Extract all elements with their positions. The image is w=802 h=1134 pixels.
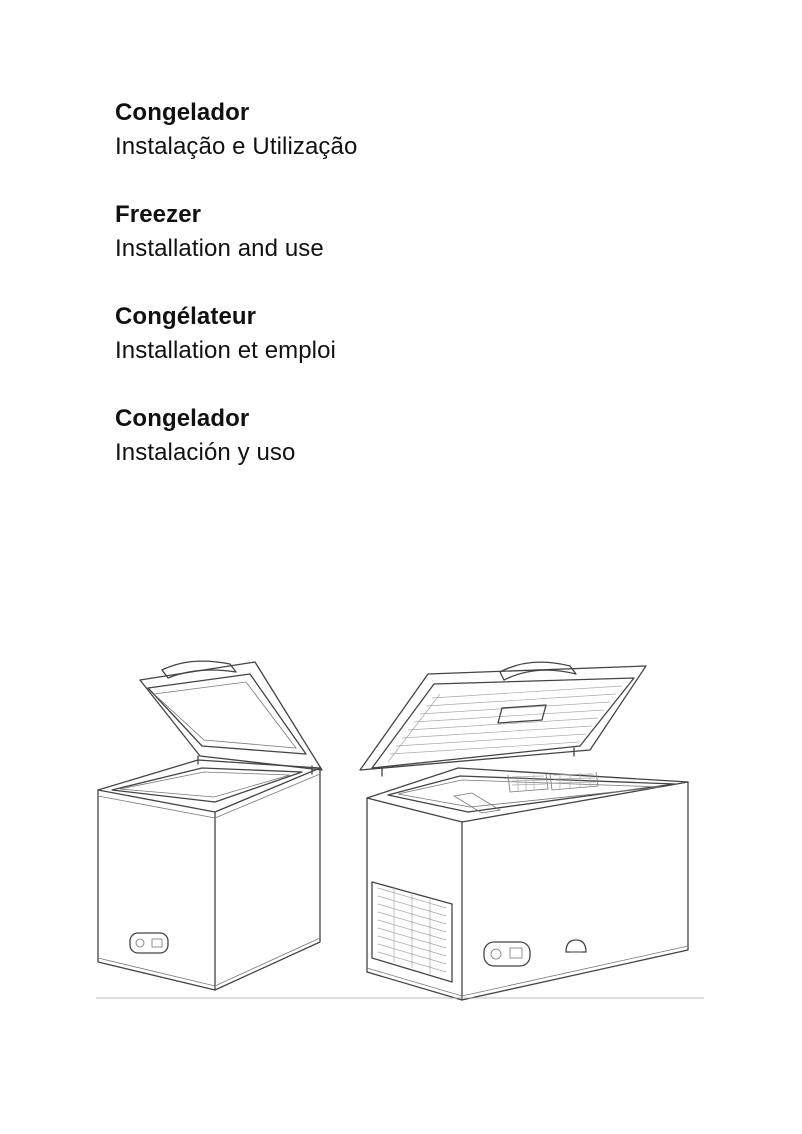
section-spanish: Congelador Instalación y uso bbox=[115, 402, 715, 470]
product-title: Congélateur bbox=[115, 303, 257, 330]
manual-subtitle: Instalação e Utilização bbox=[115, 133, 358, 160]
cover-titles: Congelador Instalação e Utilização Freez… bbox=[115, 96, 715, 504]
product-title: Freezer bbox=[115, 201, 202, 228]
section-french: Congélateur Installation et emploi bbox=[115, 300, 715, 368]
product-title: Congelador bbox=[115, 99, 250, 126]
product-title: Congelador bbox=[115, 405, 250, 432]
freezer-illustration bbox=[90, 650, 710, 1010]
small-freezer-drawing bbox=[97, 660, 323, 991]
large-freezer-drawing bbox=[359, 661, 689, 1001]
section-portuguese: Congelador Instalação e Utilização bbox=[115, 96, 715, 164]
manual-subtitle: Installation et emploi bbox=[115, 337, 336, 364]
manual-subtitle: Instalación y uso bbox=[115, 439, 296, 466]
manual-subtitle: Installation and use bbox=[115, 235, 324, 262]
section-english: Freezer Installation and use bbox=[115, 198, 715, 266]
